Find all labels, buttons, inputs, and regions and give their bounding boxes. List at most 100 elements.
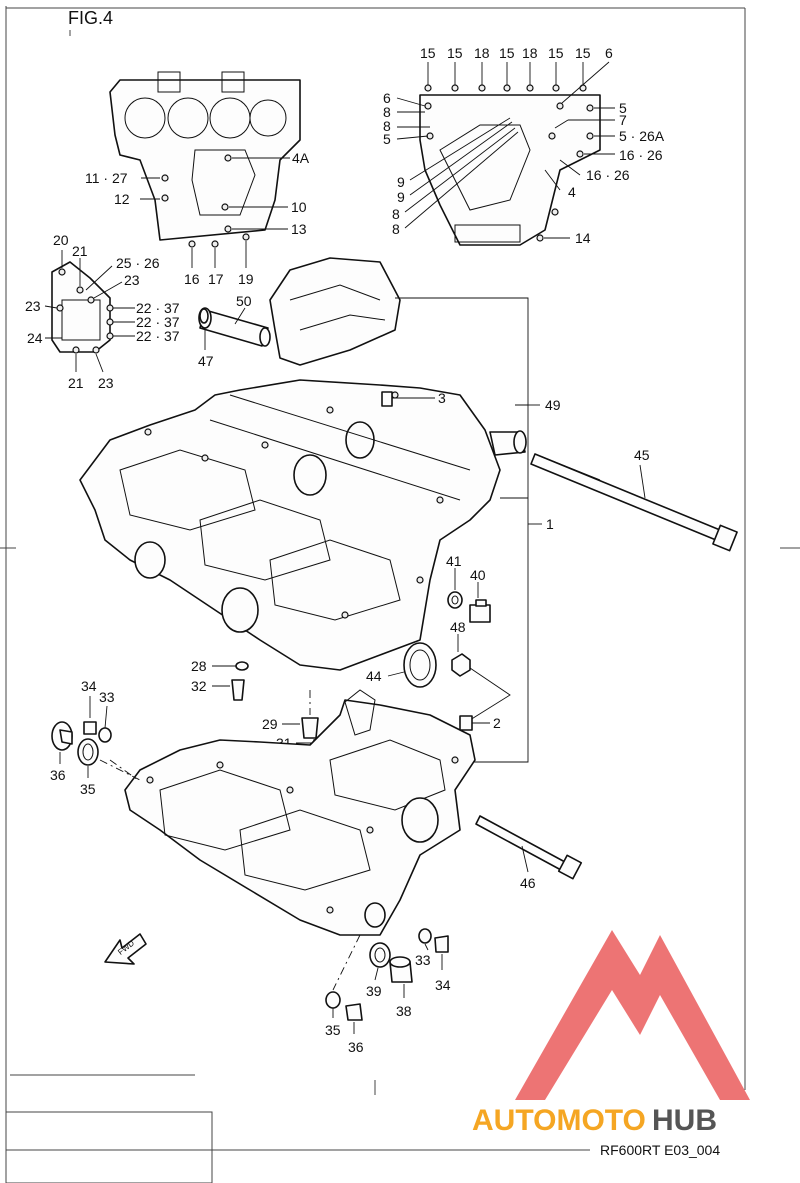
callout-2: 2 [493, 715, 501, 731]
bolt-45 [530, 453, 738, 552]
callout-34-b: 34 [435, 977, 451, 993]
callout-24: 24 [27, 330, 43, 346]
callout-25-26: 25 · 26 [116, 255, 160, 271]
callout-48: 48 [450, 619, 466, 635]
callout-12: 12 [114, 191, 130, 207]
washer-33-left [98, 727, 112, 743]
bolt-46 [475, 815, 583, 880]
callout-23-b: 23 [25, 298, 41, 314]
gasket-39 [369, 942, 391, 968]
drawing-frame [0, 6, 800, 1183]
figure-code: RF600RT E03_004 [600, 1142, 720, 1158]
callout-15-e: 15 [575, 45, 591, 61]
callout-9-a: 9 [397, 174, 405, 190]
leader-33-left [104, 705, 108, 729]
plug-34-left [83, 721, 97, 735]
lower-crankcase-crack-lines [99, 759, 141, 781]
callout-9-b: 9 [397, 189, 405, 205]
callout-15-d: 15 [548, 45, 564, 61]
callout-6-a: 6 [605, 45, 613, 61]
callout-5-b: 5 [619, 100, 627, 116]
dowel-pin-3 [381, 391, 393, 407]
callout-17: 17 [208, 271, 224, 287]
callout-10: 10 [291, 199, 307, 215]
callout-41: 41 [446, 553, 462, 569]
callout-13: 13 [291, 221, 307, 237]
leader-48-group [469, 667, 511, 721]
callout-28: 28 [191, 658, 207, 674]
lower-crankcase [124, 689, 476, 936]
callout-22-37-c: 22 · 37 [136, 328, 180, 344]
watermark-logo-icon [515, 930, 750, 1100]
callout-40: 40 [470, 567, 486, 583]
cap-44 [403, 642, 437, 688]
callout-8-b: 8 [383, 118, 391, 134]
nozzle-29 [301, 717, 319, 739]
cover-plate [51, 261, 114, 354]
callout-4: 4 [568, 184, 576, 200]
upper-crankcase-top-view [109, 71, 301, 248]
upper-crankcase-leaders [140, 157, 290, 268]
callout-29: 29 [262, 716, 278, 732]
callout-6-b: 6 [383, 90, 391, 106]
callout-38: 38 [396, 1003, 412, 1019]
plug-38 [389, 956, 413, 983]
figure-title: FIG.4 [68, 8, 113, 28]
leader-39 [374, 967, 379, 981]
callout-50: 50 [236, 293, 252, 309]
callout-46: 46 [520, 875, 536, 891]
callout-36-b: 36 [348, 1039, 364, 1055]
washer-33-right [418, 928, 432, 944]
assembly-bracket-1 [395, 297, 542, 763]
watermark-text-a: AUTOMOTO [472, 1104, 646, 1137]
center-line-bottom [332, 934, 361, 991]
callout-35-b: 35 [325, 1022, 341, 1038]
callout-5-26A: 5 · 26A [619, 128, 665, 144]
callout-45: 45 [634, 447, 650, 463]
callout-21-b: 21 [68, 375, 84, 391]
callout-49: 49 [545, 397, 561, 413]
nut-48 [451, 653, 471, 677]
breather-tube [198, 307, 271, 347]
callout-21-a: 21 [72, 243, 88, 259]
callout-16-26-a: 16 · 26 [619, 147, 663, 163]
plug-36-left [51, 721, 73, 751]
callout-5-a: 5 [383, 131, 391, 147]
cover-plate-leaders [44, 250, 135, 373]
callout-16: 16 [184, 271, 200, 287]
plug-34-right [434, 935, 449, 953]
callout-36-a: 36 [50, 767, 66, 783]
callout-15-b: 15 [447, 45, 463, 61]
callout-8-c: 8 [392, 206, 400, 222]
sleeve-49 [489, 404, 528, 456]
callout-18-a: 18 [474, 45, 490, 61]
leader-44 [387, 671, 405, 677]
callout-44: 44 [366, 668, 382, 684]
callout-47: 47 [198, 353, 214, 369]
lower-crankcase-leaders [396, 61, 615, 239]
plug-40 [469, 599, 491, 623]
watermark-text-b: HUB [652, 1104, 717, 1137]
forward-arrow-icon: FWD [104, 933, 147, 965]
callout-32: 32 [191, 678, 207, 694]
callout-39: 39 [366, 983, 382, 999]
washer-41 [447, 591, 463, 609]
washer-28 [235, 661, 249, 671]
breather-cover [269, 257, 401, 366]
callout-33-a: 33 [99, 689, 115, 705]
callout-16-26-b: 16 · 26 [586, 167, 630, 183]
callout-15-a: 15 [420, 45, 436, 61]
callout-3: 3 [438, 390, 446, 406]
leader-33-right [424, 943, 429, 951]
gasket-35-left [77, 738, 99, 766]
callout-14: 14 [575, 230, 591, 246]
gasket-35-right [325, 991, 341, 1009]
leader-50 [234, 307, 246, 325]
plug-36-right [345, 1003, 363, 1021]
callout-33-b: 33 [415, 952, 431, 968]
leader-46 [521, 845, 529, 873]
center-line-left [109, 759, 139, 781]
callout-8-a: 8 [383, 104, 391, 120]
callout-7: 7 [619, 112, 627, 128]
